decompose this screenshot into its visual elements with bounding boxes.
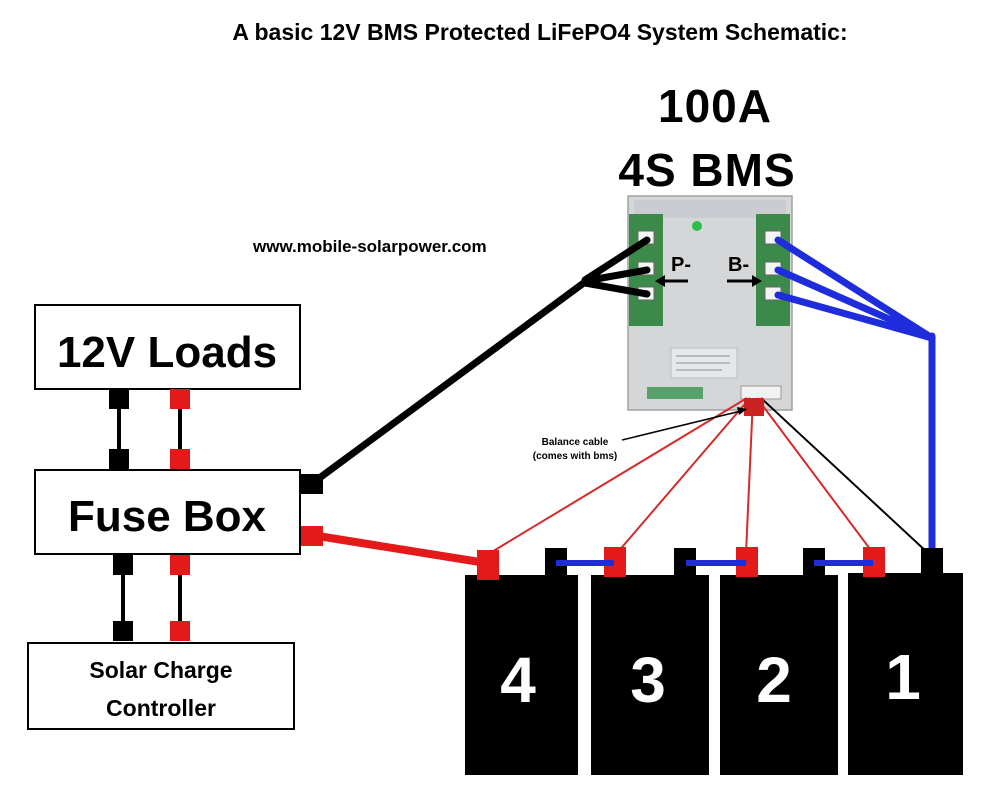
- fuse-to-controller-wires: [113, 555, 190, 641]
- balance-note-line1: Balance cable: [542, 437, 609, 448]
- battery-cell-4: 4: [465, 548, 578, 775]
- battery-cell-3: 3: [591, 547, 709, 775]
- loads-box: 12V Loads: [34, 304, 301, 390]
- bms-type-label: 4S BMS: [618, 144, 795, 196]
- bms-p-minus-cables: [310, 236, 651, 486]
- battery-cell-2: 2: [720, 547, 838, 775]
- bms-board: [627, 195, 793, 411]
- arrow-right-icon: [727, 275, 762, 287]
- p-minus-label: P-: [671, 254, 691, 276]
- balance-cable-bundle: [744, 398, 764, 416]
- balance-note-line2: (comes with bms): [533, 451, 617, 462]
- main-positive-cable: [317, 532, 487, 567]
- bms-rating-label: 100A: [658, 80, 772, 132]
- loads-box-label: 12V Loads: [57, 328, 277, 377]
- cell-4-number: 4: [500, 644, 536, 716]
- fuse-box: Fuse Box: [34, 469, 301, 555]
- bms-b-minus-cables: [774, 236, 936, 557]
- cell-2-number: 2: [756, 644, 792, 716]
- b-minus-label: B-: [728, 254, 749, 276]
- cell-3-number: 3: [630, 644, 666, 716]
- cell-1-number: 1: [885, 641, 921, 713]
- arrow-left-icon: [655, 275, 688, 287]
- balance-cable-wires: [489, 397, 929, 554]
- fuse-box-label: Fuse Box: [68, 492, 267, 541]
- website-label: www.mobile-solarpower.com: [252, 237, 487, 256]
- charge-controller-label-line1: Solar Charge: [89, 657, 232, 683]
- charge-controller-label-line2: Controller: [106, 695, 216, 721]
- fuse-negative-terminal: [301, 474, 323, 494]
- loads-to-fuse-wires: [109, 389, 190, 469]
- balance-pointer-arrow-icon: [621, 407, 747, 441]
- battery-cell-1: 1: [848, 547, 963, 775]
- diagram-title: A basic 12V BMS Protected LiFePO4 System…: [232, 19, 847, 45]
- charge-controller-box: Solar Charge Controller: [27, 642, 295, 730]
- fuse-positive-terminal: [301, 526, 323, 546]
